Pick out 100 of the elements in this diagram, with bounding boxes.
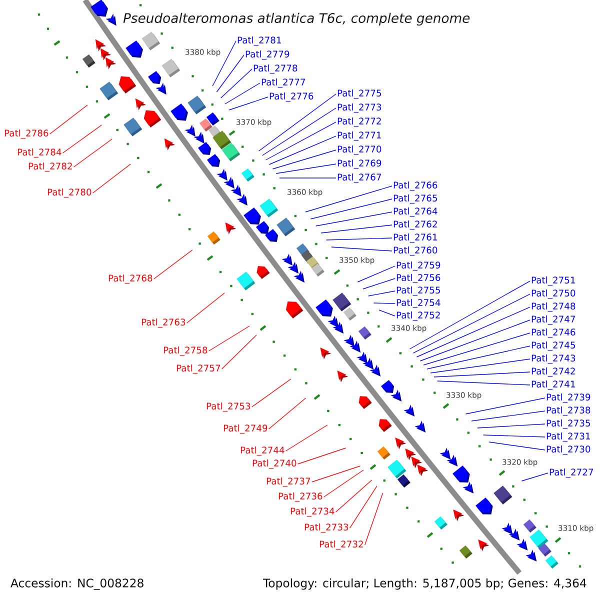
- gene-label: Patl_2742: [532, 367, 575, 377]
- leader-line: [437, 380, 530, 386]
- gene-label: Patl_2745: [532, 341, 575, 351]
- gene-label: Patl_2736: [278, 492, 322, 502]
- leader-line: [208, 326, 250, 352]
- gene-label: Patl_2741: [532, 380, 575, 390]
- gene-label: Patl_2727: [550, 468, 593, 478]
- leader-line: [430, 358, 530, 374]
- gene-label: Patl_2777: [262, 78, 305, 88]
- leader-line: [521, 472, 548, 482]
- gene-label: Patl_2766: [394, 181, 438, 191]
- gene-label: Patl_2744: [240, 446, 284, 456]
- leader-line: [62, 124, 102, 154]
- gene-label: Patl_2770: [338, 145, 382, 155]
- gene-label: Patl_2762: [394, 220, 437, 230]
- gene-label: Patl_2749: [224, 424, 268, 434]
- gene-label: Patl_2735: [546, 419, 590, 429]
- leader-line: [310, 198, 392, 220]
- gene-label: Patl_2759: [396, 261, 440, 271]
- gene-label: Patl_2746: [532, 328, 576, 338]
- gene-label: Patl_2750: [532, 289, 576, 299]
- leader-line: [323, 470, 364, 498]
- gene-label: Patl_2763: [142, 318, 186, 328]
- footer-text: Accession: NC_008228: [10, 578, 144, 590]
- gene-label: Patl_2732: [320, 540, 363, 550]
- gene-label: Patl_2781: [238, 36, 281, 46]
- leader-line: [311, 466, 361, 482]
- leader-line: [224, 82, 260, 104]
- leader-line: [416, 306, 530, 358]
- gene-label: Patl_2747: [532, 315, 575, 325]
- leader-line: [409, 280, 530, 350]
- leader-line: [258, 94, 336, 152]
- gene-label: Patl_2772: [338, 117, 381, 127]
- leader-line: [471, 410, 546, 422]
- gene-label: Patl_2775: [338, 89, 381, 99]
- leader-line: [49, 104, 88, 134]
- footer-text: Topology: circular; Length: 5,187,005 bp; Genes: 4,364: [262, 578, 586, 590]
- gene-label: Patl_2731: [546, 432, 590, 442]
- leader-line: [426, 346, 530, 370]
- leader-line: [251, 378, 292, 408]
- leader-line: [272, 150, 336, 170]
- gene-label: Patl_2760: [394, 246, 438, 256]
- leader-line: [378, 310, 396, 316]
- leader-line: [315, 212, 392, 226]
- gene-label: Patl_2754: [396, 298, 440, 308]
- gene-label: Patl_2767: [338, 173, 381, 183]
- gene-label: Patl_2730: [546, 445, 590, 455]
- leader-line: [423, 332, 530, 366]
- gene-label: Patl_2756: [396, 274, 440, 284]
- gene-label: Patl_2733: [304, 523, 348, 533]
- gene-label: Patl_2761: [394, 233, 437, 243]
- gene-label: Patl_2782: [28, 162, 72, 172]
- leader-line: [212, 40, 236, 86]
- leader-line: [228, 96, 268, 110]
- leader-line: [220, 68, 252, 98]
- gene-label: Patl_2771: [338, 131, 381, 141]
- gene-label: Patl_2769: [338, 159, 382, 169]
- leader-line: [373, 302, 396, 304]
- gene-label: Patl_2737: [266, 477, 310, 487]
- leader-line: [364, 492, 384, 546]
- leader-line: [265, 122, 336, 160]
- leader-line: [216, 54, 244, 92]
- leader-line: [221, 334, 257, 370]
- leader-line: [349, 486, 378, 528]
- leader-line: [331, 246, 392, 252]
- leader-line: [357, 266, 396, 282]
- gene-label: Patl_2768: [108, 274, 152, 284]
- leader-line: [420, 320, 530, 362]
- gene-label: Patl_2743: [532, 354, 576, 364]
- leader-line: [362, 278, 396, 290]
- gene-label: Patl_2776: [270, 92, 314, 102]
- gene-label: Patl_2780: [48, 188, 92, 198]
- leader-line: [320, 224, 392, 234]
- gene-label: Patl_2757: [176, 364, 220, 374]
- map-title: Pseudoalteromonas atlantica T6c, complete genome: [123, 12, 470, 26]
- gene-label: Patl_2784: [18, 148, 62, 158]
- leader-line: [305, 186, 392, 212]
- gene-label: Patl_2778: [254, 64, 298, 74]
- leader-line: [186, 292, 225, 324]
- leader-line: [268, 398, 306, 430]
- leader-line: [434, 372, 530, 378]
- gene-label: Patl_2734: [290, 507, 334, 517]
- leader-line: [477, 424, 546, 428]
- leader-line: [335, 480, 372, 512]
- gene-label: Patl_2751: [532, 276, 575, 286]
- leader-line: [326, 238, 392, 240]
- gene-label: Patl_2739: [546, 393, 590, 403]
- leader-line: [488, 442, 546, 450]
- gene-label: Patl_2740: [252, 459, 296, 469]
- leader-line: [482, 434, 546, 438]
- leader-line: [297, 448, 346, 464]
- leader-line: [262, 108, 336, 156]
- leader-line: [412, 294, 530, 354]
- leader-line: [92, 164, 131, 194]
- leader-line: [285, 424, 328, 452]
- gene-label: Patl_2755: [396, 286, 440, 296]
- gene-label: Patl_2758: [164, 346, 208, 356]
- leader-line: [73, 138, 112, 168]
- gene-label: Patl_2738: [546, 406, 590, 416]
- leader-line: [368, 290, 396, 296]
